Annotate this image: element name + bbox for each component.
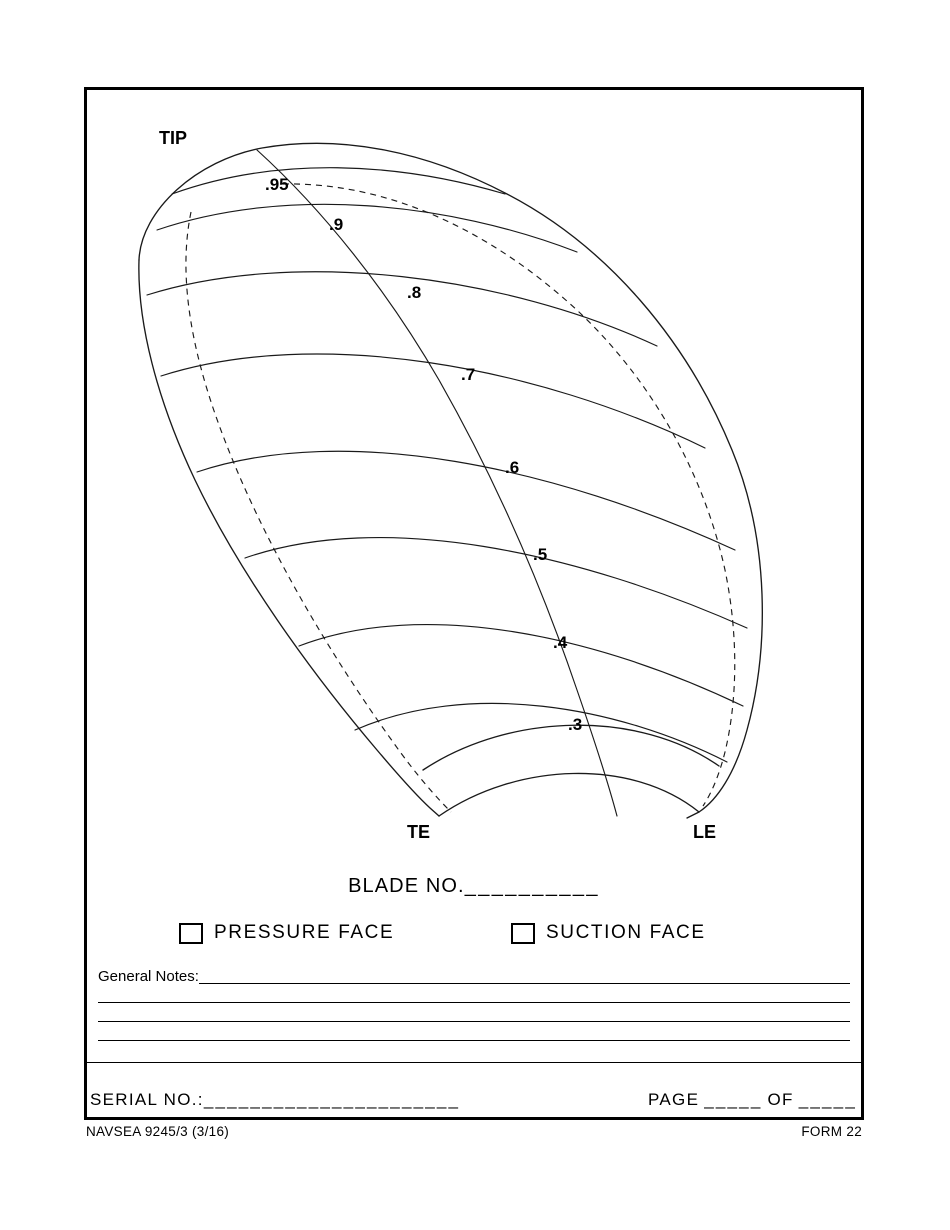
leading-edge-label: LE — [693, 822, 716, 842]
pressure-face-checkbox[interactable] — [179, 922, 203, 944]
face-selection-row: PRESSURE FACE SUCTION FACE — [87, 922, 861, 952]
page-prefix-label: PAGE — [648, 1090, 700, 1109]
tip-label: TIP — [159, 128, 187, 148]
general-notes-block: General Notes: — [98, 962, 850, 1041]
station-arc-95 — [171, 167, 506, 195]
general-notes-label: General Notes: — [98, 968, 199, 985]
serial-number-field[interactable]: ______________________ — [203, 1090, 461, 1109]
station-arc-60 — [196, 450, 736, 551]
blade-root-arc-inner — [422, 724, 720, 771]
page-current-field[interactable]: _____ — [704, 1090, 763, 1109]
station-arc-80 — [146, 271, 658, 347]
station-label-30: .3 — [568, 715, 582, 734]
blade-root-arc-outer — [438, 772, 700, 817]
general-notes-input-4[interactable] — [98, 1022, 850, 1041]
blade-number-label: BLADE NO. — [348, 875, 465, 897]
blade-silhouette-path — [138, 142, 763, 819]
reference-curve-leading — [282, 183, 736, 807]
station-label-60: .6 — [505, 458, 519, 477]
serial-number-label: SERIAL NO.: — [90, 1090, 204, 1109]
form-number-label: FORM 22 — [801, 1124, 862, 1139]
serial-number-block: SERIAL NO.:______________________ — [90, 1090, 460, 1110]
pressure-face-label: PRESSURE FACE — [214, 922, 395, 943]
blade-number-row: BLADE NO.__________ — [87, 875, 861, 898]
station-arc-30 — [354, 702, 728, 763]
station-label-50: .5 — [533, 545, 547, 564]
station-arc-90 — [156, 203, 578, 253]
station-arc-70 — [160, 353, 706, 449]
blade-centerline-chord — [256, 149, 618, 817]
station-arc-40 — [298, 623, 744, 707]
form-footer: NAVSEA 9245/3 (3/16) FORM 22 — [84, 1124, 864, 1146]
reference-curve-trailing — [185, 211, 452, 813]
page-number-block: PAGE _____ OF _____ — [648, 1090, 857, 1110]
form-code-label: NAVSEA 9245/3 (3/16) — [86, 1124, 230, 1139]
form-frame: TIP .95 .9 .8 .7 .6 .5 .4 .3 TE LE BLADE… — [84, 87, 864, 1120]
general-notes-input-1[interactable] — [198, 970, 850, 984]
page-total-field[interactable]: _____ — [798, 1090, 857, 1109]
station-label-80: .8 — [407, 283, 421, 302]
station-label-70: .7 — [461, 365, 475, 384]
page-connector-label: OF — [767, 1090, 794, 1109]
trailing-edge-label: TE — [407, 822, 430, 842]
suction-face-checkbox[interactable] — [511, 922, 535, 944]
blade-outline-diagram: TIP .95 .9 .8 .7 .6 .5 .4 .3 TE LE — [87, 90, 861, 850]
station-label-40: .4 — [553, 633, 568, 652]
footer-divider — [87, 1062, 861, 1063]
suction-face-label: SUCTION FACE — [546, 922, 706, 943]
general-notes-input-2[interactable] — [98, 984, 850, 1003]
station-label-90: .9 — [329, 215, 343, 234]
blade-number-field[interactable]: __________ — [464, 875, 600, 897]
general-notes-input-3[interactable] — [98, 1003, 850, 1022]
station-label-95: .95 — [265, 175, 289, 194]
station-arc-50 — [244, 537, 748, 629]
suction-face-option[interactable]: SUCTION FACE — [511, 922, 706, 944]
blade-trailing-edge-path — [138, 259, 440, 817]
general-notes-first-line: General Notes: — [98, 962, 850, 984]
pressure-face-option[interactable]: PRESSURE FACE — [179, 922, 394, 944]
serial-page-row: SERIAL NO.:______________________ PAGE _… — [87, 1090, 861, 1116]
